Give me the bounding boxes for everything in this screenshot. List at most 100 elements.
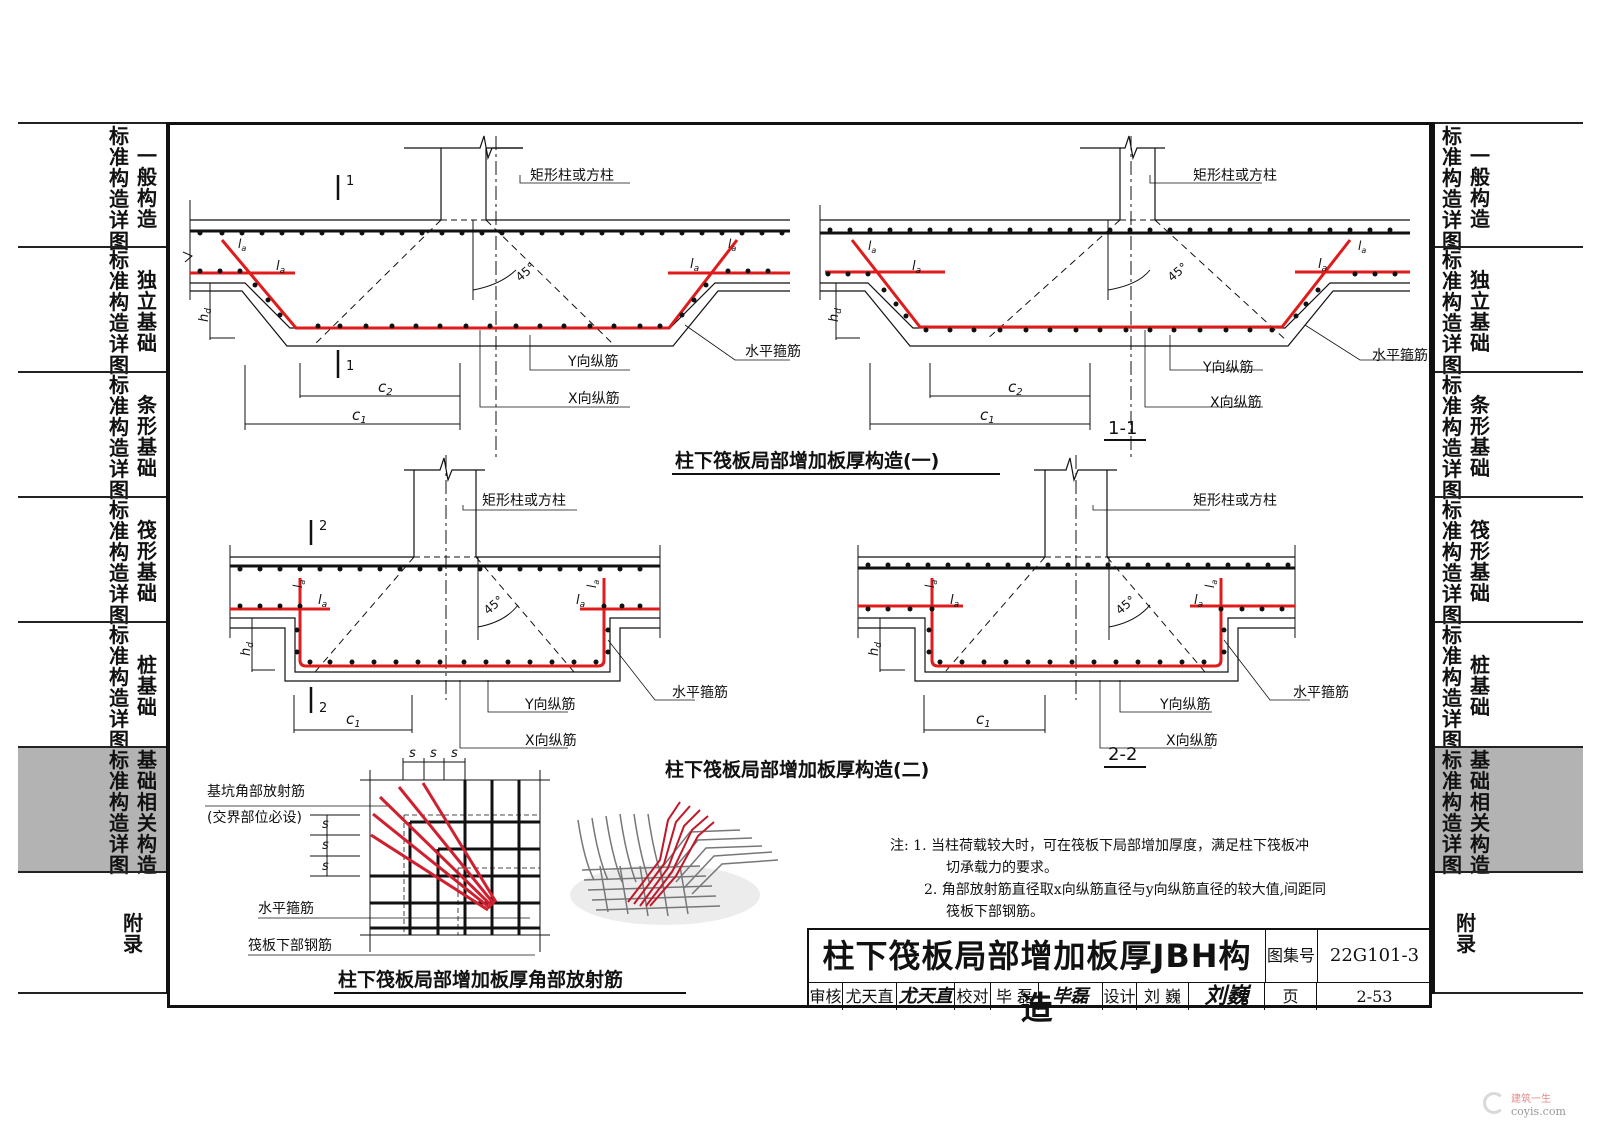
svg-text:la: la bbox=[1203, 580, 1219, 588]
tab-appendix[interactable]: 附录 bbox=[1435, 871, 1583, 994]
tab-col1: 标准构造详图 bbox=[1442, 498, 1462, 627]
svg-text:la: la bbox=[868, 239, 876, 255]
svg-text:Y向纵筋: Y向纵筋 bbox=[567, 353, 619, 370]
tab-col1: 标准构造详图 bbox=[109, 248, 129, 377]
svg-text:45°: 45° bbox=[1165, 260, 1190, 284]
tab-col1: 标准构造详图 bbox=[1442, 248, 1462, 377]
svg-text:柱下筏板局部增加板厚角部放射筋: 柱下筏板局部增加板厚角部放射筋 bbox=[338, 968, 623, 991]
svg-text:矩形柱或方柱: 矩形柱或方柱 bbox=[1193, 493, 1277, 509]
svg-text:la: la bbox=[318, 593, 327, 610]
svg-text:X向纵筋: X向纵筋 bbox=[1210, 394, 1262, 411]
tab-isolated-foundation[interactable]: 标准构造详图 独立基础 bbox=[1435, 246, 1583, 376]
svg-text:45°: 45° bbox=[1113, 593, 1138, 617]
tab-general[interactable]: 标准构造详图 一般构造 bbox=[1435, 122, 1583, 252]
tab-isolated-foundation[interactable]: 标准构造详图 独立基础 bbox=[18, 246, 166, 376]
drawing-title: 柱下筏板局部增加板厚JBH构造 bbox=[809, 930, 1266, 1027]
svg-text:la: la bbox=[1318, 257, 1327, 274]
drawing-frame bbox=[167, 122, 1432, 1008]
svg-text:s: s bbox=[322, 859, 329, 874]
detail-1-rebar-dots bbox=[197, 230, 785, 329]
tab-col1: 标准构造详图 bbox=[1442, 124, 1462, 253]
notes-prefix: 注: bbox=[890, 838, 909, 854]
tab-pile-foundation[interactable]: 标准构造详图 桩基础 bbox=[18, 621, 166, 751]
tab-col1: 标准构造详图 bbox=[109, 748, 129, 877]
tab-col2: 桩基础 bbox=[1470, 653, 1490, 719]
note-2-line-2: 筏板下部钢筋。 bbox=[946, 904, 1044, 920]
sidebar-left: 标准构造详图 一般构造 标准构造详图 独立基础 标准构造详图 条形基础 标准构造… bbox=[18, 122, 169, 994]
corner-radial-rebar bbox=[370, 782, 498, 912]
tab-col2: 一般构造 bbox=[1470, 144, 1490, 231]
corner-3d-illustration bbox=[570, 801, 779, 925]
checker-signature: 毕磊 bbox=[1039, 983, 1103, 1010]
svg-text:c1: c1 bbox=[980, 406, 995, 426]
tab-foundation-related[interactable]: 标准构造详图 基础相关构造 bbox=[18, 746, 166, 876]
atlas-label: 图集号 bbox=[1265, 930, 1318, 982]
tab-col2: 独立基础 bbox=[1470, 268, 1490, 355]
svg-text:矩形柱或方柱: 矩形柱或方柱 bbox=[1193, 168, 1277, 184]
detail-1-drawing bbox=[182, 135, 790, 460]
tab-col2: 基础相关构造 bbox=[137, 748, 157, 877]
tab-raft-foundation[interactable]: 标准构造详图 筏形基础 bbox=[1435, 496, 1583, 626]
svg-text:hd: hd bbox=[197, 308, 214, 322]
svg-text:la: la bbox=[690, 257, 699, 274]
svg-text:柱下筏板局部增加板厚构造(二): 柱下筏板局部增加板厚构造(二) bbox=[665, 758, 929, 781]
tab-col1: 附录 bbox=[123, 911, 143, 956]
svg-text:la: la bbox=[238, 237, 246, 253]
notes: 注: 1. 当柱荷载较大时，可在筏板下局部增加厚度，满足柱下筏板冲 切承载力的要… bbox=[890, 835, 1326, 923]
tab-col2: 筏形基础 bbox=[1470, 518, 1490, 605]
svg-text:s: s bbox=[451, 746, 458, 761]
tab-strip-foundation[interactable]: 标准构造详图 条形基础 bbox=[18, 371, 166, 501]
svg-text:Y向纵筋: Y向纵筋 bbox=[524, 696, 576, 713]
svg-text:1-1: 1-1 bbox=[1108, 418, 1137, 439]
detail-2-labels: 2 2 矩形柱或方柱 45° la la la la hd c1 Y向纵筋 X向… bbox=[239, 493, 929, 781]
detail-1-labels: 1 1 矩形柱或方柱 45° la la la la hd c2 c1 Y向纵筋… bbox=[197, 168, 1000, 475]
sidebar-right: 标准构造详图 一般构造 标准构造详图 独立基础 标准构造详图 条形基础 标准构造… bbox=[1432, 122, 1583, 994]
check-label: 校对 bbox=[955, 983, 991, 1010]
svg-text:la: la bbox=[291, 580, 307, 588]
note-1-line-1: 1. 当柱荷载较大时，可在筏板下局部增加厚度，满足柱下筏板冲 bbox=[913, 838, 1309, 854]
svg-text:水平箍筋: 水平箍筋 bbox=[1293, 684, 1349, 701]
watermark-en: coyis.com bbox=[1511, 1105, 1566, 1118]
svg-text:s: s bbox=[409, 746, 416, 761]
tab-col2: 桩基础 bbox=[137, 653, 157, 719]
svg-text:la: la bbox=[1358, 239, 1366, 255]
design-label: 设计 bbox=[1103, 983, 1137, 1010]
tab-col1: 标准构造详图 bbox=[1442, 373, 1462, 502]
svg-text:la: la bbox=[585, 580, 601, 588]
tab-col1: 标准构造详图 bbox=[109, 498, 129, 627]
note-1-line-2: 切承载力的要求。 bbox=[946, 860, 1058, 876]
corner-labels: 基坑角部放射筋 (交界部位必设) 水平箍筋 筏板下部钢筋 s s s s s s… bbox=[207, 746, 686, 994]
tab-pile-foundation[interactable]: 标准构造详图 桩基础 bbox=[1435, 621, 1583, 751]
svg-text:2-2: 2-2 bbox=[1108, 744, 1137, 765]
tab-col1: 标准构造详图 bbox=[109, 373, 129, 502]
svg-text:2: 2 bbox=[319, 701, 327, 716]
svg-text:X向纵筋: X向纵筋 bbox=[568, 390, 620, 407]
tab-foundation-related[interactable]: 标准构造详图 基础相关构造 bbox=[1435, 746, 1583, 876]
tab-col1: 标准构造详图 bbox=[1442, 623, 1462, 752]
svg-text:Y向纵筋: Y向纵筋 bbox=[1159, 696, 1211, 713]
svg-text:c1: c1 bbox=[352, 406, 367, 426]
tab-appendix[interactable]: 附录 bbox=[18, 871, 166, 994]
svg-text:基坑角部放射筋: 基坑角部放射筋 bbox=[207, 783, 305, 800]
section-2-2-rebar bbox=[858, 578, 1295, 668]
review-label: 审核 bbox=[809, 983, 843, 1010]
svg-text:c2: c2 bbox=[1008, 378, 1023, 398]
section-1-1-drawing bbox=[819, 135, 1420, 460]
svg-text:水平箍筋: 水平箍筋 bbox=[1372, 347, 1428, 364]
tab-col2: 筏形基础 bbox=[137, 518, 157, 605]
section-1-1-rebar-dots bbox=[825, 227, 1398, 333]
svg-text:筏板下部钢筋: 筏板下部钢筋 bbox=[248, 937, 332, 954]
svg-text:la: la bbox=[576, 593, 585, 610]
reviewer-name: 尤天直 bbox=[843, 983, 897, 1010]
svg-text:(交界部位必设): (交界部位必设) bbox=[207, 809, 302, 826]
tab-col2: 条形基础 bbox=[1470, 393, 1490, 480]
page-number: 2-53 bbox=[1356, 987, 1393, 1006]
svg-text:hd: hd bbox=[827, 308, 844, 322]
tab-strip-foundation[interactable]: 标准构造详图 条形基础 bbox=[1435, 371, 1583, 501]
tab-col1: 标准构造详图 bbox=[109, 623, 129, 752]
tab-col1: 附录 bbox=[1456, 911, 1476, 956]
svg-text:水平箍筋: 水平箍筋 bbox=[745, 343, 801, 360]
svg-text:c2: c2 bbox=[378, 378, 393, 398]
tab-raft-foundation[interactable]: 标准构造详图 筏形基础 bbox=[18, 496, 166, 626]
